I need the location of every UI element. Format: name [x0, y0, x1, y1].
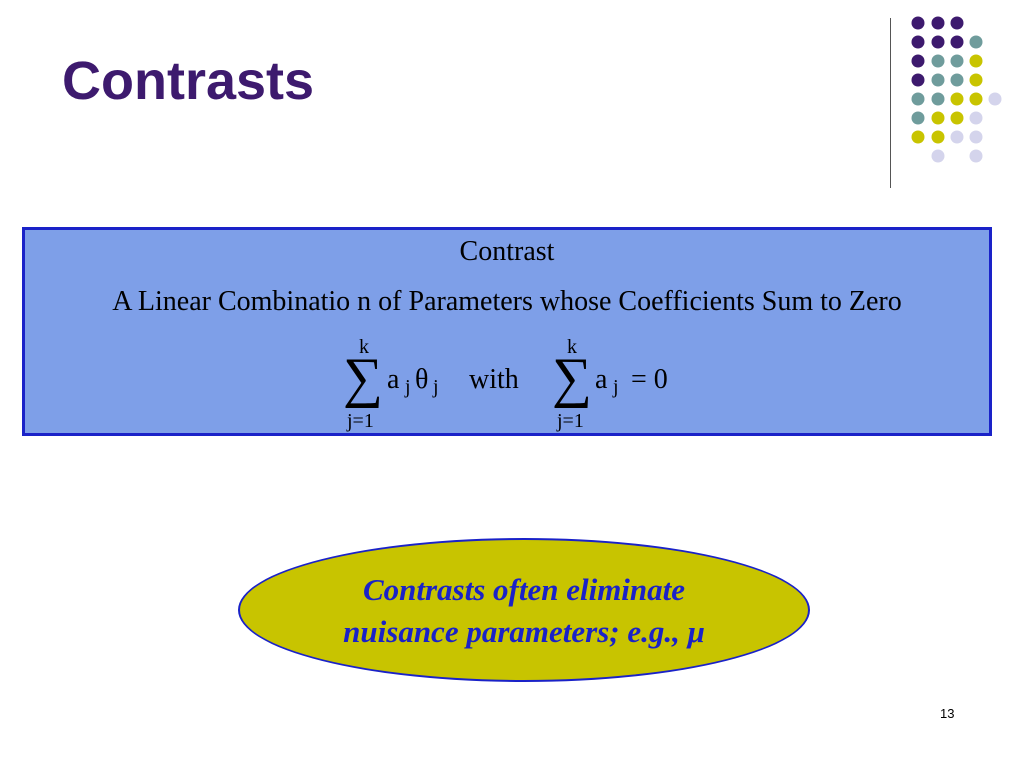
decorative-dot [911, 130, 925, 144]
formula-connector: with [469, 364, 519, 395]
decorative-dot [969, 92, 983, 106]
parameter-theta: θ [415, 364, 429, 395]
decorative-dot [931, 35, 945, 49]
decorative-dot [931, 16, 945, 30]
decorative-dot [950, 92, 964, 106]
decorative-dot [969, 149, 983, 163]
coefficient-a-subscript: j [405, 376, 411, 398]
decorative-dot [931, 73, 945, 87]
decorative-dot [950, 54, 964, 68]
sum-lower-limit-1: j=1 [347, 410, 374, 432]
decorative-dot [911, 16, 925, 30]
decorative-dot [988, 92, 1002, 106]
sum-upper-limit-2: k [567, 336, 577, 358]
decorative-dot [950, 73, 964, 87]
callout-line-1: Contrasts often eliminate [362, 572, 686, 607]
callout-ellipse: Contrasts often eliminate nuisance param… [238, 538, 810, 682]
sum-upper-limit-1: k [359, 336, 369, 358]
equals-zero: = 0 [631, 364, 668, 395]
callout-line-2: nuisance parameters; e.g., μ [343, 614, 705, 649]
decorative-dot [931, 92, 945, 106]
title-divider-line [890, 18, 891, 188]
decorative-dot [931, 149, 945, 163]
contrast-formula: k ∑ j=1 a j θ j with k ∑ j=1 a j = 0 [25, 330, 995, 440]
decorative-dot [931, 54, 945, 68]
decorative-dot [969, 35, 983, 49]
sigma-symbol-1: ∑ [343, 347, 383, 409]
decorative-dot [950, 35, 964, 49]
page-number: 13 [940, 706, 955, 721]
decorative-dot [931, 130, 945, 144]
decorative-dot [969, 130, 983, 144]
definition-heading: Contrast [459, 236, 555, 267]
sum-lower-limit-2: j=1 [557, 410, 584, 432]
decorative-dot [911, 92, 925, 106]
decorative-dot [911, 35, 925, 49]
decorative-dot [969, 111, 983, 125]
definition-subtitle: A Linear Combinatio n of Parameters whos… [112, 286, 902, 317]
decorative-dot [950, 111, 964, 125]
decorative-dot [911, 73, 925, 87]
coefficient-a-2-subscript: j [613, 376, 619, 398]
parameter-theta-subscript: j [433, 376, 439, 398]
decorative-dot [911, 54, 925, 68]
slide-title: Contrasts [62, 51, 315, 111]
decorative-dot [950, 130, 964, 144]
sigma-symbol-2: ∑ [552, 347, 592, 409]
contrast-definition-box: Contrast A Linear Combinatio n of Parame… [22, 227, 992, 436]
coefficient-a: a [387, 364, 400, 395]
decorative-dot-grid [911, 16, 1002, 163]
decorative-dot [931, 111, 945, 125]
decorative-dot [969, 54, 983, 68]
decorative-dot [911, 111, 925, 125]
decorative-dot [969, 73, 983, 87]
coefficient-a-2: a [595, 364, 608, 395]
decorative-dot [950, 16, 964, 30]
